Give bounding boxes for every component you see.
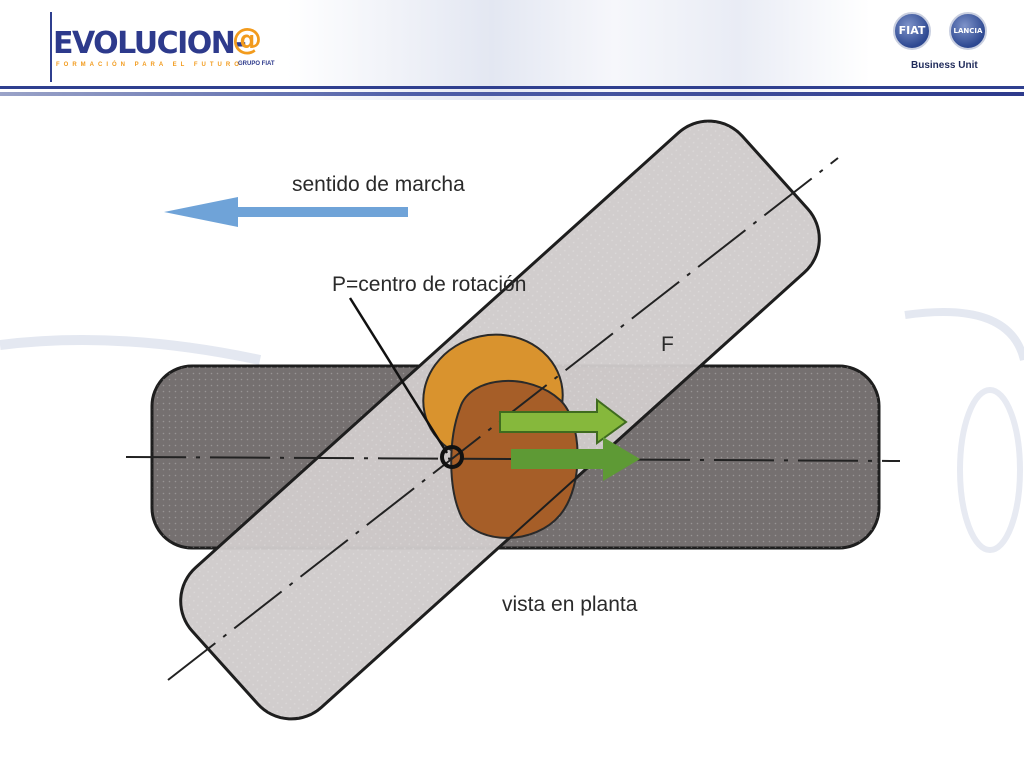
business-unit-label: Business Unit <box>911 60 978 71</box>
slide-header: EVOLUCION- @ FORMACIÓN PARA EL FUTURO GR… <box>0 0 1024 100</box>
pivot-label: P=centro de rotación <box>332 273 526 296</box>
lancia-logo: LANCIA <box>949 12 987 50</box>
pivot-leader-line <box>348 297 449 454</box>
evolucion-logo-at: @ <box>232 22 262 57</box>
steered-tire-outline <box>179 120 821 720</box>
force-arrow-upper <box>499 397 628 445</box>
logo-divider <box>50 12 52 82</box>
evolucion-logo-text: EVOLUCION- <box>53 26 247 61</box>
view-label: vista en planta <box>502 593 638 616</box>
pivot-point <box>440 445 464 469</box>
header-rule <box>0 86 1024 89</box>
fiat-logo: FIAT <box>893 12 931 50</box>
background-swoosh <box>904 308 1024 362</box>
background-swoosh <box>957 387 1023 553</box>
direction-arrow <box>164 197 408 227</box>
logo-tagline: FORMACIÓN PARA EL FUTURO <box>56 62 243 68</box>
header-rule-accent <box>0 92 1024 96</box>
background-swoosh <box>0 335 262 365</box>
logo-group-label: GRUPO FIAT <box>238 61 275 67</box>
force-label: F <box>661 333 674 356</box>
direction-label: sentido de marcha <box>292 173 465 196</box>
force-arrow-lower <box>511 437 640 481</box>
